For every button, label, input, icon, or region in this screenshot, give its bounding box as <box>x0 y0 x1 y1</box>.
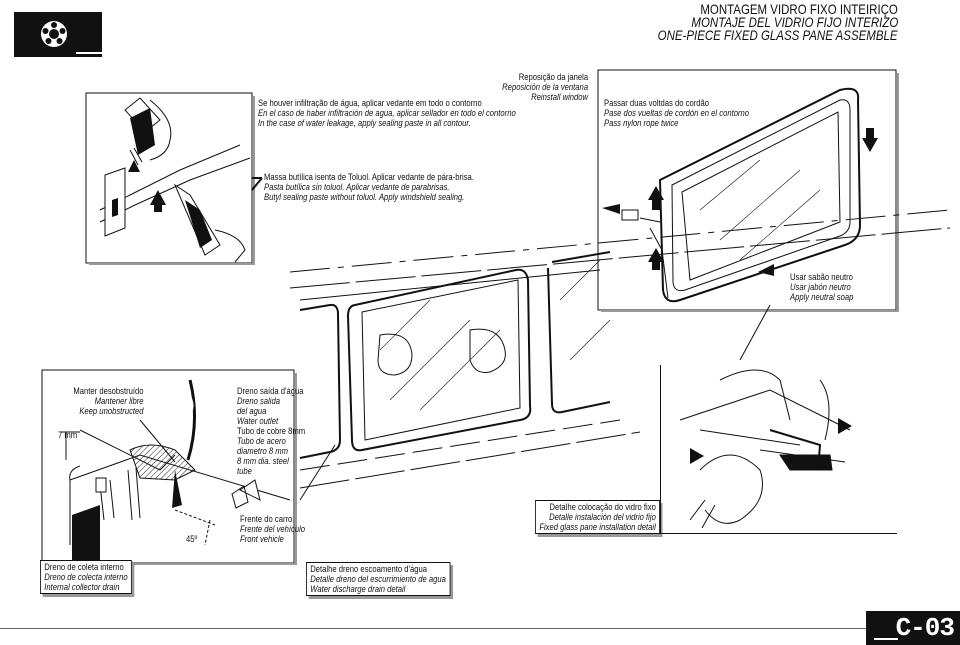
drain-detail-caption: Detalhe dreno escoamento d'água Detalle … <box>306 562 451 596</box>
collector-caption-en: Internal collector drain <box>44 582 120 592</box>
nylon-rope-caption: Passar duas voltdas do cordão Pase dos v… <box>604 98 749 128</box>
butyl-caption-es: Pasta butílica sin toluol. Aplicar vedan… <box>264 182 450 192</box>
tube-caption-es1: Tubo de acero <box>237 436 286 446</box>
neutral-soap-caption: Usar sabão neutro Usar jabón neutro Appl… <box>790 272 853 302</box>
outlet-caption-es1: Dreno salida <box>237 396 280 406</box>
butyl-caption-pt: Massa butílica isenta de Toluol. Aplicar… <box>264 172 474 182</box>
wheel-icon <box>41 21 67 47</box>
installation-detail-panel <box>679 369 852 529</box>
sealing-caption-es: En el caso de haber infiltración de agua… <box>258 108 516 118</box>
reinstall-caption-es: Reposición de la ventana <box>502 82 588 92</box>
reinstall-window-panel <box>597 69 899 312</box>
collector-caption-es: Dreno de colecta interno <box>44 572 128 582</box>
install-detail-caption: Detalhe colocação do vidro fixo Detalle … <box>534 500 660 534</box>
sealing-detail-panel <box>85 92 255 265</box>
drain-detail-panel <box>41 369 297 565</box>
dimension-7mm-label: 7 mm <box>58 430 78 440</box>
sealing-caption-pt: Se houver infiltração de água, aplicar v… <box>258 98 482 108</box>
soap-caption-es: Usar jabón neutro <box>790 282 851 292</box>
water-outlet-caption: Dreno saída d'água Dreno salida del agua… <box>237 386 305 476</box>
nylon-caption-pt: Passar duas voltdas do cordão <box>604 98 710 108</box>
page-code: C-03 <box>895 613 955 643</box>
collector-caption-pt: Dreno de coleta interno <box>44 562 124 572</box>
install-detail-frame <box>660 365 897 534</box>
sealing-caption: Se houver infiltração de água, aplicar v… <box>258 98 516 128</box>
front-vehicle-caption: Frente do carro Frente del vehículo Fron… <box>240 514 305 544</box>
outlet-caption-en: Water outlet <box>237 416 279 426</box>
install-detail-caption-en: Fixed glass pane installation detail <box>539 522 656 532</box>
page-code-underline <box>874 638 898 640</box>
soap-caption-en: Apply neutral soap <box>790 292 854 302</box>
title-portuguese: MONTAGEM VIDRO FIXO INTEIRIÇO <box>700 1 898 17</box>
outlet-caption-es2: del agua <box>237 406 267 416</box>
reinstall-caption-pt: Reposição da janela <box>518 72 588 82</box>
tube-caption-en1: 8 mm dia. steel <box>237 456 289 466</box>
tube-caption-es2: diametro 8 mm <box>237 446 289 456</box>
soap-caption-pt: Usar sabão neutro <box>790 272 853 282</box>
logo-underline <box>76 52 112 54</box>
drain-detail-caption-pt: Detalhe dreno escoamento d'água <box>310 564 427 574</box>
title-spanish: MONTAJE DEL VIDRIO FIJO INTERIZO <box>691 14 898 30</box>
reinstall-caption: Reposição da janela Reposición de la ven… <box>502 72 588 102</box>
front-caption-en: Front vehicle <box>240 534 284 544</box>
manual-logo <box>14 12 112 57</box>
outlet-caption-pt: Dreno saída d'água <box>237 386 304 396</box>
unobstructed-caption-pt: Manter desobstruído <box>73 386 144 396</box>
page-code-badge: C-03 <box>866 611 960 645</box>
install-detail-caption-pt: Detalhe colocação do vidro fixo <box>549 502 656 512</box>
drain-detail-caption-es: Detalle dreno del escurrimiento de agua <box>310 574 446 584</box>
unobstructed-caption-en: Keep unobstructed <box>79 406 144 416</box>
bus-side-illustration <box>289 209 951 501</box>
keep-unobstructed-caption: Manter desobstruído Mantener libre Keep … <box>74 386 144 416</box>
tube-caption-pt: Tubo de cobre 8mm <box>237 426 306 436</box>
front-caption-es: Frente del vehículo <box>240 524 306 534</box>
collector-drain-caption: Dreno de coleta interno Dreno de colecta… <box>40 560 132 594</box>
tube-caption-en2: tube <box>237 466 252 476</box>
butyl-caption: Massa butílica isenta de Toluol. Aplicar… <box>264 172 474 202</box>
drain-detail-caption-en: Water discharge drain detail <box>310 584 406 594</box>
title-english: ONE-PIECE FIXED GLASS PANE ASSEMBLE <box>658 27 898 43</box>
nylon-caption-en: Pass nylon rope twice <box>604 118 679 128</box>
reinstall-caption-en: Reinstall window <box>531 92 588 102</box>
install-detail-caption-es: Detalle instalación del vidrio fijo <box>549 512 656 522</box>
butyl-caption-en: Butyl sealing paste without toluol. Appl… <box>264 192 465 202</box>
footer-rule <box>0 628 960 629</box>
nylon-caption-es: Pase dos vueltas de cordón en el contorn… <box>604 108 750 118</box>
front-caption-pt: Frente do carro <box>240 514 293 524</box>
angle-45-label: 45º <box>186 534 198 544</box>
sealing-caption-en: In the case of water leakage, apply seal… <box>258 118 471 128</box>
unobstructed-caption-es: Mantener libre <box>95 396 144 406</box>
